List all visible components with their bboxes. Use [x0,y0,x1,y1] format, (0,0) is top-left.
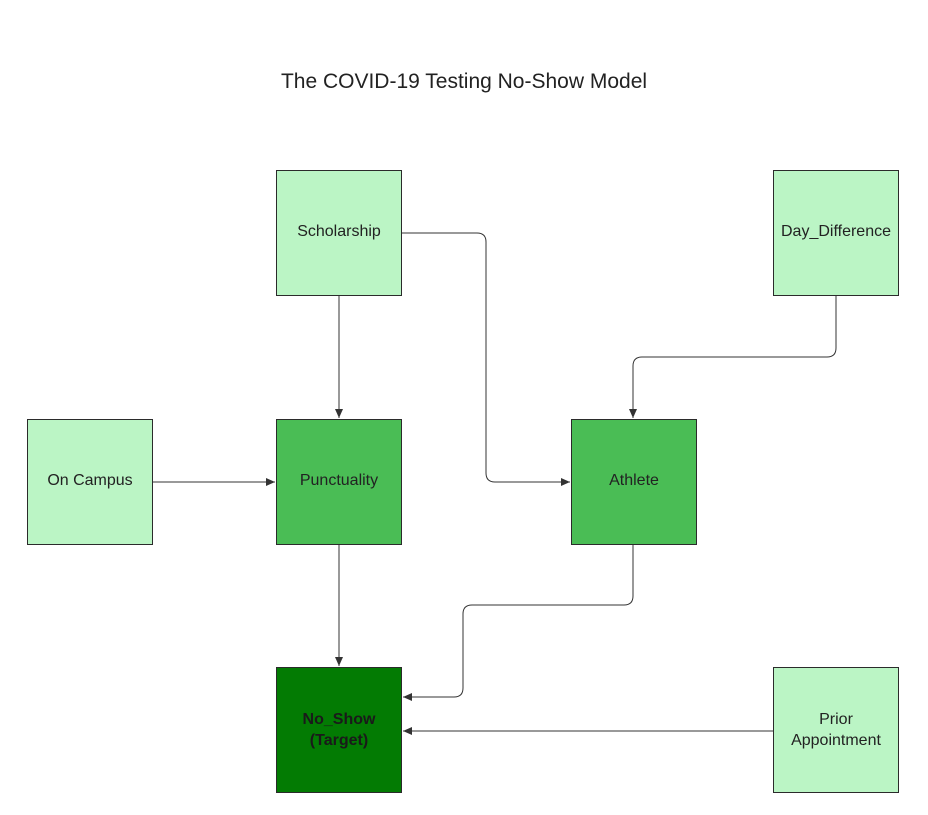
node-punctuality-label: Punctuality [299,471,379,489]
node-athlete-label: Athlete [609,471,659,489]
node-prior-label-line2: Appointment [791,732,881,749]
node-scholarship: Scholarship [276,170,402,296]
node-punctuality: Punctuality [276,419,402,545]
edge-day-athlete [629,296,837,418]
node-athlete: Athlete [571,419,697,545]
node-day-difference: Day_Difference [773,170,899,296]
node-prior-label-line1: Prior [819,711,853,728]
node-prior-appointment: Prior Appointment [773,667,899,793]
node-on-campus: On Campus [27,419,153,545]
node-on-campus-label: On Campus [47,471,133,489]
node-no-show-label-line1: No_Show [302,711,376,728]
edge-athlete-noshow [403,545,634,701]
node-no-show-label-line2: (Target) [309,732,369,749]
node-scholarship-label: Scholarship [297,222,381,240]
diagram-title: The COVID-19 Testing No-Show Model [280,70,648,93]
edge-scholarship-athlete [402,232,570,486]
node-day-difference-label: Day_Difference [781,222,891,240]
node-no-show-target: No_Show (Target) [276,667,402,793]
